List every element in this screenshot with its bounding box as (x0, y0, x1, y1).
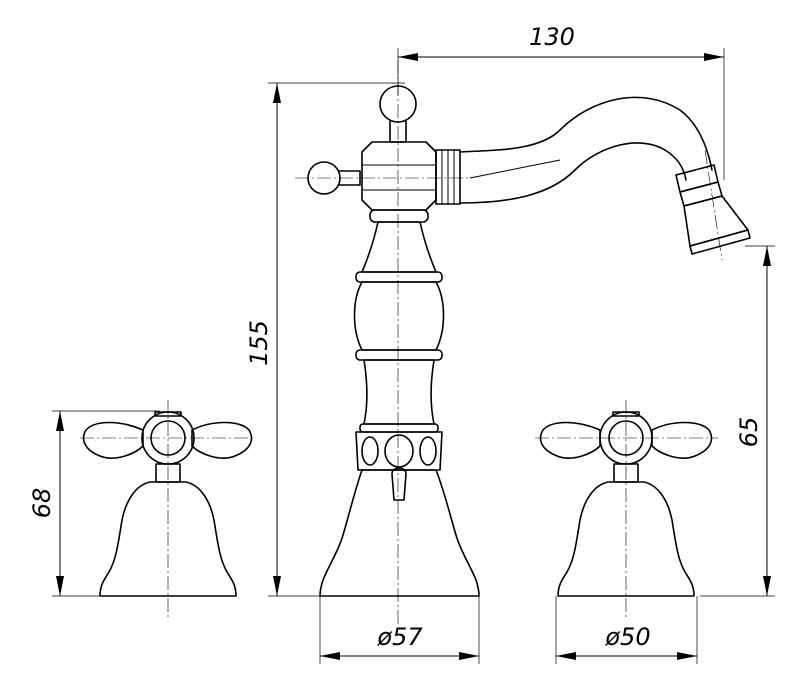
dimension-d50: ø50 (555, 596, 698, 664)
dimension-130: 130 (397, 23, 725, 180)
right-cross-handle (535, 400, 718, 620)
dimension-label-65: 65 (735, 417, 763, 448)
dimension-155: 155 (245, 82, 405, 597)
dimension-68: 68 (28, 410, 160, 597)
dimension-label-d57: ø57 (376, 623, 423, 651)
dimension-d57: ø57 (319, 596, 480, 664)
dimension-65: 65 (700, 245, 775, 597)
left-cross-handle (80, 400, 255, 620)
dimension-label-68: 68 (28, 488, 56, 519)
dimension-label-130: 130 (529, 23, 575, 51)
dimension-label-d50: ø50 (604, 623, 650, 651)
spout-assembly (295, 60, 751, 625)
dimension-label-155: 155 (245, 320, 273, 366)
